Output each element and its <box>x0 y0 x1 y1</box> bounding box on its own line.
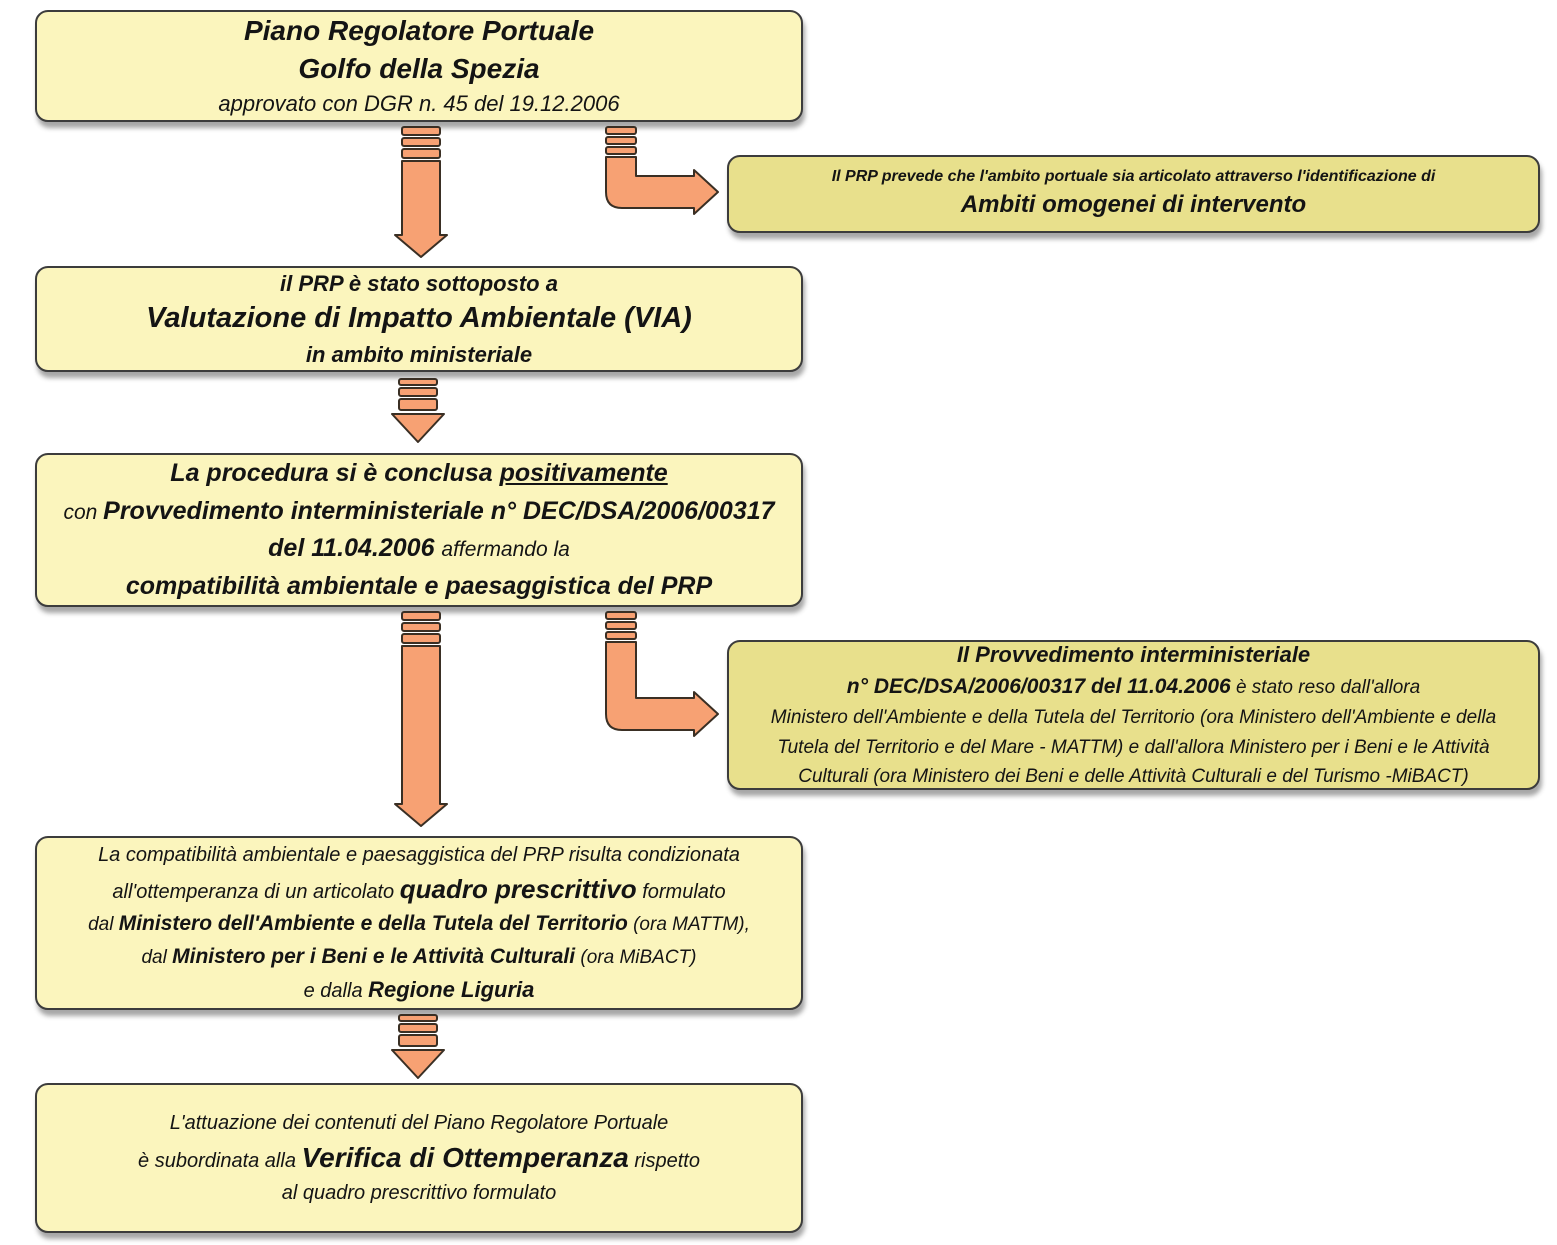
box-procedura-conclusa: La procedura si è conclusa positivamente… <box>35 453 803 607</box>
box-quadro-prescrittivo: La compatibilità ambientale e paesaggist… <box>35 836 803 1010</box>
branch2-line3: Ministero dell'Ambiente e della Tutela d… <box>770 707 1497 729</box>
flow-arrow-box4-to-box5 <box>391 1014 445 1082</box>
box4-line3: dal Ministero dell'Ambiente e della Tute… <box>88 912 750 936</box>
striped-elbow-right-arrow-icon <box>605 611 719 737</box>
box1-title-line1: Piano Regolatore Portuale <box>243 15 595 47</box>
flow-arrow-box1-to-branch1 <box>604 126 722 232</box>
box3-line1: La procedura si è conclusa positivamente <box>170 459 668 487</box>
box3-line3: del 11.04.2006 affermando la <box>268 534 570 562</box>
box5-line2: è subordinata alla Verifica di Ottempera… <box>138 1142 700 1173</box>
striped-down-arrow-icon <box>394 611 448 827</box>
branch2-line4: Tutela del Territorio e del Mare - MATTM… <box>777 736 1490 758</box>
box-ambiti-omogenei: Il PRP prevede che l'ambito portuale sia… <box>727 155 1540 233</box>
box3-line4: compatibilità ambientale e paesaggistica… <box>125 571 713 600</box>
box2-line2: Valutazione di Impatto Ambientale (VIA) <box>146 302 692 335</box>
striped-elbow-right-arrow-icon <box>605 126 719 215</box>
box5-line1: L'attuazione dei contenuti del Piano Reg… <box>169 1112 669 1134</box>
box1-subtitle: approvato con DGR n. 45 del 19.12.2006 <box>218 90 620 116</box>
branch2-line1: Il Provvedimento interministeriale <box>956 641 1311 667</box>
branch2-line5: Culturali (ora Ministero dei Beni e dell… <box>798 765 1469 787</box>
branch1-line2: Ambiti omogenei di intervento <box>960 191 1307 219</box>
box3-line2: con Provvedimento interministeriale n° D… <box>63 496 775 525</box>
box4-line2: all'ottemperanza di un articolato quadro… <box>112 874 726 905</box>
box4-line4: dal Ministero per i Beni e le Attività C… <box>141 945 697 968</box>
box-provvedimento-interministeriale: Il Provvedimento interministeriale n° DE… <box>727 640 1540 790</box>
branch2-line2: n° DEC/DSA/2006/00317 del 11.04.2006 è s… <box>846 674 1421 698</box>
box-valutazione-impatto-ambientale: il PRP è stato sottoposto a Valutazione … <box>35 266 803 372</box>
box4-line1: La compatibilità ambientale e paesaggist… <box>98 844 740 867</box>
striped-down-arrow-icon <box>394 126 448 258</box>
striped-down-arrow-icon <box>391 378 445 443</box>
box2-line1: il PRP è stato sottoposto a <box>280 270 558 296</box>
branch1-line1: Il PRP prevede che l'ambito portuale sia… <box>831 168 1436 185</box>
flow-arrow-box3-to-branch2 <box>604 611 722 741</box>
box-piano-regolatore-portuale: Piano Regolatore Portuale Golfo della Sp… <box>35 10 803 122</box>
flow-arrow-box1-to-box2 <box>394 126 448 260</box>
box5-line3: al quadro prescrittivo formulato <box>281 1182 557 1204</box>
box-verifica-ottemperanza: L'attuazione dei contenuti del Piano Reg… <box>35 1083 803 1233</box>
box1-title-line2: Golfo della Spezia <box>298 53 540 85</box>
flow-arrow-box2-to-box3 <box>391 378 445 446</box>
box2-line3: in ambito ministeriale <box>305 341 533 367</box>
flow-arrow-box3-to-box4 <box>394 611 448 829</box>
striped-down-arrow-icon <box>391 1014 445 1079</box>
underlined-positivamente: positivamente <box>499 459 668 487</box>
box4-line5: e dalla Regione Liguria <box>303 976 535 1002</box>
